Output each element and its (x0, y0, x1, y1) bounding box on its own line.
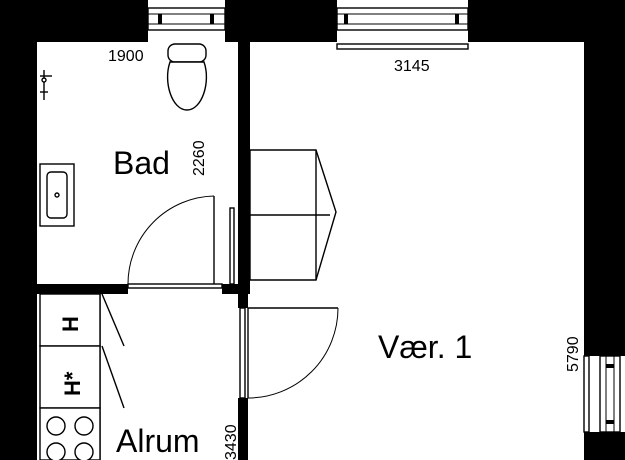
wall-top-middle (225, 0, 337, 42)
wall-right-upper (584, 0, 625, 356)
wall-bath-bottom-left (37, 284, 128, 294)
room-label-bedroom: Vær. 1 (378, 329, 472, 365)
window-bedroom-right (583, 355, 621, 433)
shower-mixer-icon (40, 70, 52, 100)
dimension-bedroom-depth: 5790 (565, 336, 582, 372)
bedroom-door (239, 307, 339, 399)
wall-right-lower (584, 432, 625, 460)
partition-panel (229, 207, 235, 285)
wall-left (0, 0, 37, 460)
window-bath (147, 7, 226, 31)
kitchen-unit-upper-label: H (58, 316, 83, 332)
kitchen-counter (39, 293, 125, 460)
dimension-bath-width: 1900 (108, 48, 144, 65)
wall-bath-bottom-right (222, 284, 250, 294)
wall-partition-vertical-bottom (238, 398, 248, 460)
window-bedroom-top (336, 7, 469, 50)
sink-icon (39, 163, 75, 227)
stove-icon (46, 416, 94, 460)
wall-partition-vertical (238, 42, 250, 286)
toilet-icon (166, 43, 208, 111)
wardrobe-icon (249, 149, 337, 281)
kitchen-unit-lower-label: H* (60, 371, 85, 396)
room-label-living: Alrum (116, 423, 200, 459)
dimension-bedroom-width: 3145 (394, 58, 430, 75)
dimension-bath-depth: 2260 (191, 140, 208, 176)
dimension-living-depth: 3430 (223, 424, 240, 460)
bathroom-door (127, 195, 223, 289)
room-label-bathroom: Bad (113, 145, 170, 181)
wall-partition-vertical-lower (238, 290, 248, 308)
